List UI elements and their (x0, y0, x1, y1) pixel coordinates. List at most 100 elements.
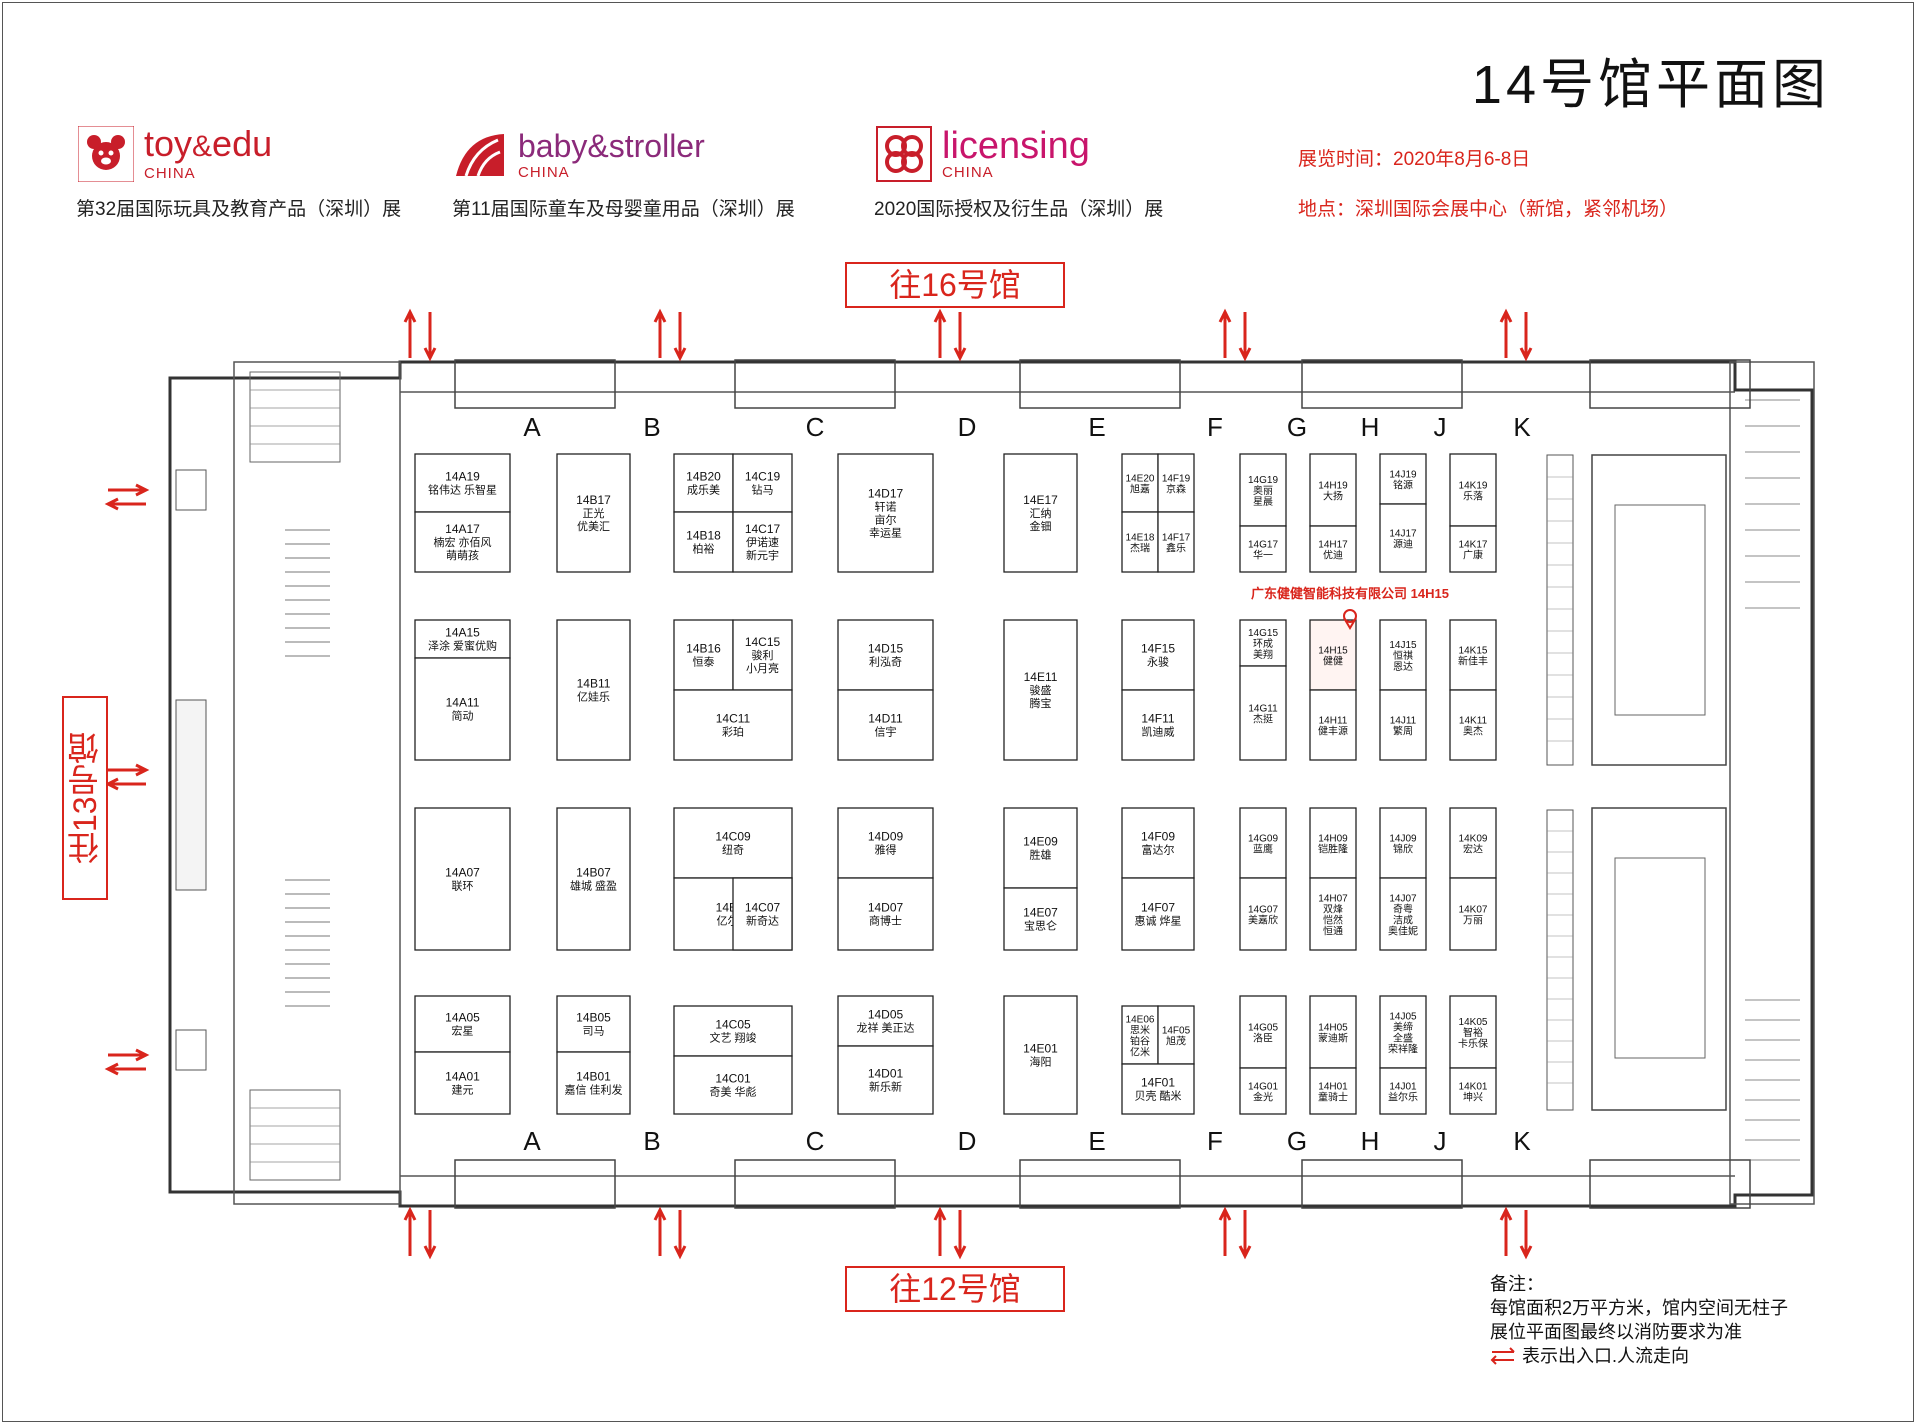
booth-id: 14H17 (1318, 540, 1348, 551)
booth-id: 14A07 (445, 866, 480, 880)
booth-outline (1309, 689, 1357, 761)
restroom-block (249, 371, 341, 463)
booth-id: 14A15 (445, 626, 480, 640)
booth-exhibitor: 小月亮 (746, 661, 779, 675)
booth-id: 14D01 (868, 1067, 904, 1081)
booth-outline (837, 995, 934, 1047)
booth-id: 14B05 (576, 1011, 611, 1025)
booth-exhibitor: 蒙迪斯 (1318, 1032, 1348, 1045)
booth-id: 14E07 (1023, 906, 1058, 920)
booth-id: 14J19 (1389, 470, 1417, 481)
booth-exhibitor: 洁成 (1393, 914, 1413, 927)
booth-exhibitor: 奇美 华彪 (709, 1085, 756, 1099)
booth-outline (1157, 511, 1195, 573)
booth-id: 14F19 (1162, 474, 1191, 485)
left-service-block (233, 361, 401, 1205)
booth-id: 14B11 (577, 677, 611, 691)
booth-outline (1003, 887, 1078, 951)
booth-outline (1379, 877, 1427, 951)
booth-outline (1379, 619, 1427, 691)
booth-outline (732, 511, 793, 573)
booth-id: 14C05 (715, 1018, 751, 1032)
booth-outline (414, 1051, 511, 1115)
brand-baby-stroller: baby&stroller CHINA (452, 124, 705, 184)
booth-outline (1121, 877, 1195, 951)
booth-outline (1449, 877, 1497, 951)
booth-outline (414, 807, 511, 951)
booth-id: 14C17 (745, 522, 781, 536)
column-letter: B (643, 412, 660, 442)
booth-id: 14G11 (1248, 704, 1278, 715)
booth-id: 14H05 (1318, 1023, 1348, 1034)
booth-id: 14J09 (1389, 834, 1417, 845)
booth-id: 14K19 (1459, 481, 1488, 492)
booth-id: 14G09 (1248, 834, 1278, 845)
booth-exhibitor: 智裕 (1463, 1026, 1483, 1039)
brand-china: CHINA (144, 165, 196, 182)
booth-exhibitor: 文艺 翔竣 (709, 1031, 756, 1045)
booth-exhibitor: 嘉信 佳利发 (564, 1083, 622, 1097)
booth-exhibitor: 奥佳妮 (1388, 925, 1418, 938)
booth-id: 14E18 (1126, 533, 1155, 544)
flow-arrow-icon (403, 1206, 437, 1260)
booth-exhibitor: 新奇达 (746, 914, 779, 928)
booth-exhibitor: 旭嘉 (1130, 483, 1150, 496)
booth-id: 14B16 (686, 642, 721, 656)
booth-outline (673, 619, 734, 691)
booth-id: 14A11 (446, 696, 480, 710)
booth-id: 14A05 (445, 1011, 480, 1025)
booth-id: 14G05 (1248, 1023, 1278, 1034)
booth-outline (1239, 995, 1287, 1069)
booth-exhibitor: 正光 (583, 506, 605, 520)
booth-exhibitor: 环成 (1253, 638, 1273, 650)
column-letter: J (1434, 412, 1447, 442)
booth-outline (556, 807, 631, 951)
booth-exhibitor: 恺然 (1323, 914, 1343, 927)
brand-china: CHINA (518, 163, 570, 181)
direction-hall-12: 往12号馆 (845, 1266, 1065, 1312)
booth-exhibitor: 泽涂 爱蜜优购 (428, 639, 497, 653)
notes-line: 表示出入口.人流走向 (1522, 1346, 1690, 1366)
column-letter: C (806, 1126, 825, 1156)
right-service-block (1729, 361, 1815, 1205)
booth-exhibitor: 成乐美 (687, 484, 720, 497)
booth-id: 14D09 (868, 830, 904, 844)
column-letter: A (523, 1126, 541, 1156)
booth-outline (556, 619, 631, 761)
booth-exhibitor: 奥丽 (1253, 484, 1273, 497)
column-letter: F (1207, 1126, 1223, 1156)
flow-arrow-icon (1218, 308, 1252, 362)
booth-outline (414, 619, 511, 659)
booth-exhibitor: 富达尔 (1142, 843, 1175, 857)
brand-amp: & (192, 130, 213, 163)
booth-outline (1239, 619, 1287, 667)
booth-outline (673, 453, 734, 513)
booth-id: 14K05 (1459, 1017, 1488, 1028)
booth-exhibitor: 乐落 (1463, 491, 1483, 503)
